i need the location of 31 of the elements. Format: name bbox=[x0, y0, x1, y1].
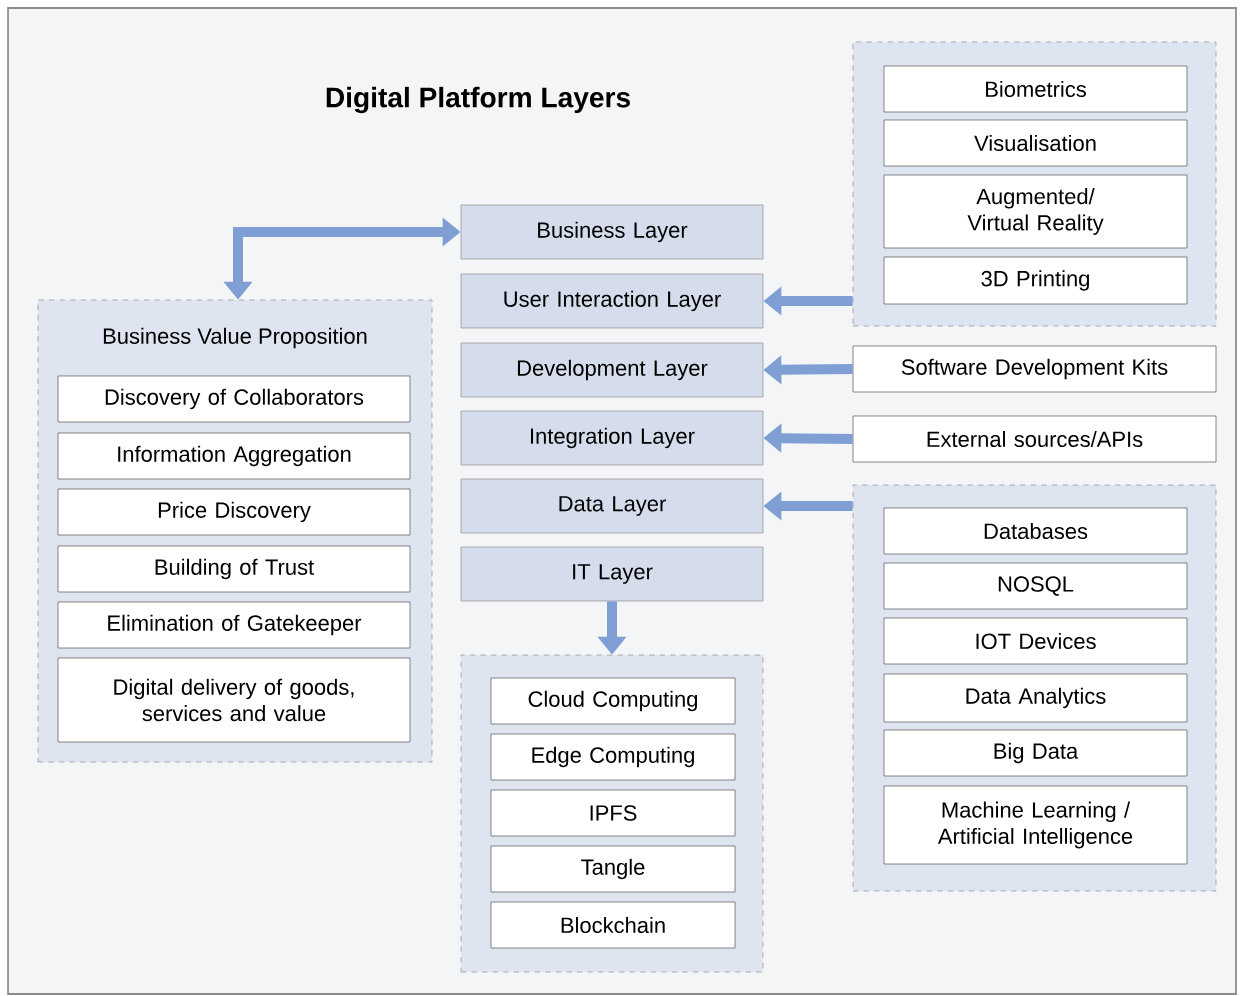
item-box: Software Development Kits bbox=[852, 345, 1217, 393]
item-box: Elimination of Gatekeeper bbox=[57, 601, 411, 649]
item-box: Visualisation bbox=[883, 119, 1188, 167]
layer-box: User Interaction Layer bbox=[460, 273, 764, 329]
item-box: IOT Devices bbox=[883, 617, 1188, 665]
item-box: Building of Trust bbox=[57, 545, 411, 593]
item-box: IPFS bbox=[490, 789, 736, 837]
item-box: NOSQL bbox=[883, 562, 1188, 610]
title: Digital Platform Layers bbox=[326, 86, 630, 114]
item-box: Cloud Computing bbox=[490, 677, 736, 725]
panel-heading: Business Value Proposition bbox=[103, 327, 367, 349]
item-box: Machine Learning / Artificial Intelligence bbox=[883, 785, 1188, 865]
layer-box: Development Layer bbox=[460, 342, 764, 398]
item-box: Information Aggregation bbox=[57, 432, 411, 480]
layer-box: IT Layer bbox=[460, 546, 764, 602]
item-box: Augmented/ Virtual Reality bbox=[883, 174, 1188, 249]
item-box: External sources/APIs bbox=[852, 415, 1217, 463]
item-box: Price Discovery bbox=[57, 488, 411, 536]
item-box: Databases bbox=[883, 507, 1188, 555]
item-box: Big Data bbox=[883, 729, 1188, 777]
item-box: Tangle bbox=[490, 845, 736, 893]
item-box: Data Analytics bbox=[883, 673, 1188, 723]
item-box: Biometrics bbox=[883, 65, 1188, 113]
item-box: 3D Printing bbox=[883, 256, 1188, 305]
item-box: Edge Computing bbox=[490, 733, 736, 781]
layer-box: Business Layer bbox=[460, 204, 764, 260]
layer-box: Data Layer bbox=[460, 478, 764, 534]
item-box: Blockchain bbox=[490, 901, 736, 949]
item-box: Digital delivery of goods, services and value bbox=[57, 657, 411, 743]
layer-box: Integration Layer bbox=[460, 410, 764, 466]
item-box: Discovery of Collaborators bbox=[57, 375, 411, 423]
